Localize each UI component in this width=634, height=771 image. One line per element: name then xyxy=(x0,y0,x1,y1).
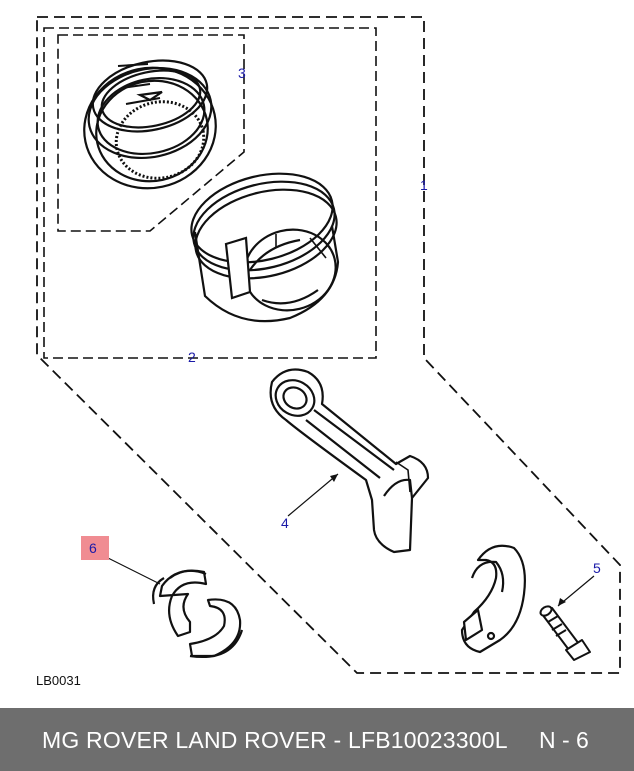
callout-6-highlight xyxy=(81,536,109,560)
connecting-rod-illustration xyxy=(269,368,430,554)
callout-1[interactable]: 1 xyxy=(420,177,428,193)
assembly-boundary-2 xyxy=(43,27,377,359)
exploded-parts-diagram: 1 2 3 4 5 6 LB0031 xyxy=(36,16,621,688)
callout-4[interactable]: 4 xyxy=(281,515,289,531)
rod-cap-illustration xyxy=(460,544,526,654)
footer-title: MG ROVER LAND ROVER - LFB10023300L xyxy=(42,727,508,753)
piston-illustration xyxy=(190,172,340,323)
footer-page-number: N - 6 xyxy=(539,727,589,753)
kit-boundary-1 xyxy=(36,16,621,674)
leader-arrow-4 xyxy=(330,474,338,482)
footer-bar: MG ROVER LAND ROVER - LFB10023300L N - 6 xyxy=(0,708,634,771)
reference-code: LB0031 xyxy=(36,673,81,688)
callout-2[interactable]: 2 xyxy=(188,349,196,365)
leader-arrow-5 xyxy=(558,598,566,606)
piston-rings-illustration xyxy=(83,59,217,190)
callout-6[interactable]: 6 xyxy=(89,540,97,556)
callout-5[interactable]: 5 xyxy=(593,560,601,576)
ring-set-boundary-3 xyxy=(57,34,245,232)
bearing-shells-illustration xyxy=(152,569,244,658)
callout-3[interactable]: 3 xyxy=(238,65,246,81)
rod-bolt-illustration xyxy=(539,605,591,661)
